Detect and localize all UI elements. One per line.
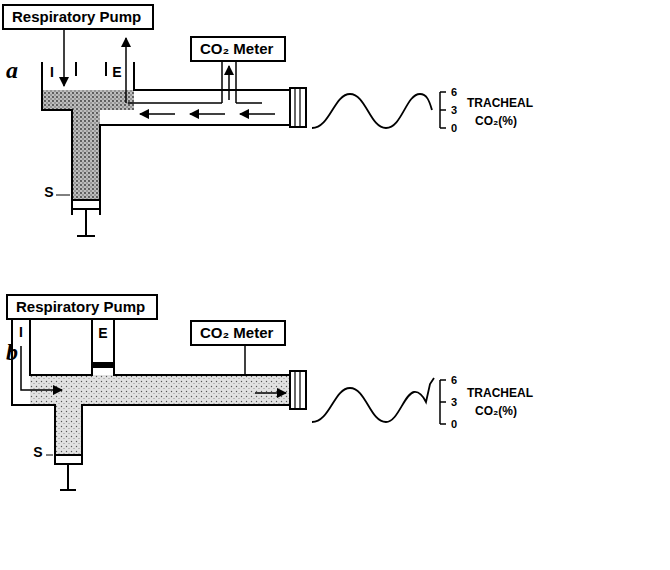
axis-label: TRACHEAL xyxy=(467,387,533,399)
gas-shading xyxy=(42,90,134,110)
piston-rod xyxy=(77,209,95,236)
leader-line xyxy=(46,455,53,456)
tube-wall xyxy=(100,125,290,215)
tube-wall xyxy=(30,316,92,375)
axis-label: TRACHEAL xyxy=(467,97,533,109)
tube-label: S xyxy=(33,445,42,459)
box-label: Respiratory Pump xyxy=(16,298,148,316)
flow-arrow xyxy=(255,392,286,394)
scale-number: 3 xyxy=(451,397,457,408)
pump-box: Respiratory Pump xyxy=(2,4,154,30)
flow-arrow xyxy=(21,346,62,390)
syringe-piston xyxy=(55,455,82,464)
pump-box: Respiratory Pump xyxy=(6,294,158,320)
box-label: Respiratory Pump xyxy=(12,8,144,26)
gas-shading xyxy=(55,405,82,455)
scale-bracket xyxy=(440,380,446,424)
syringe-piston xyxy=(72,200,100,209)
meter-box: CO₂ Meter xyxy=(190,320,286,346)
panel-letter: a xyxy=(6,58,18,82)
axis-label: CO₂(%) xyxy=(475,115,517,127)
tube-wall xyxy=(82,405,290,465)
flow-arrow xyxy=(228,66,230,100)
tube-label: S xyxy=(44,185,53,199)
flow-arrow xyxy=(190,113,225,115)
meter-box: CO₂ Meter xyxy=(190,36,286,62)
gas-shading xyxy=(72,110,100,200)
piston-rod xyxy=(60,464,76,490)
flow-divider xyxy=(128,102,262,104)
tracheal-connector xyxy=(295,371,300,409)
scale-number: 0 xyxy=(451,123,457,134)
tube-wall xyxy=(42,62,72,215)
tube-wall xyxy=(105,62,107,76)
gas-shading xyxy=(30,375,290,405)
tube-label: E xyxy=(112,65,121,79)
scale-number: 6 xyxy=(451,87,457,98)
scale-bracket xyxy=(440,92,446,128)
tracheal-connector xyxy=(290,371,306,409)
tube-label: E xyxy=(98,326,107,340)
flow-arrow xyxy=(240,113,275,115)
tube-label: I xyxy=(50,65,54,79)
tube-label: I xyxy=(19,325,23,339)
box-label: CO₂ Meter xyxy=(200,324,276,342)
expiratory-valve xyxy=(92,362,114,368)
panel-letter: b xyxy=(6,340,18,364)
panel-b-apparatus xyxy=(12,316,446,490)
tube-wall xyxy=(134,62,290,90)
scale-number: 0 xyxy=(451,419,457,430)
flow-arrow xyxy=(125,38,127,103)
tube-wall xyxy=(114,316,290,375)
axis-label: CO₂(%) xyxy=(475,405,517,417)
co2-waveform xyxy=(312,94,432,128)
scale-number: 3 xyxy=(451,105,457,116)
flow-arrow xyxy=(63,30,65,86)
panel-a-apparatus xyxy=(42,30,446,236)
tube-wall xyxy=(75,62,77,76)
sampling-line xyxy=(222,58,236,103)
scale-number: 6 xyxy=(451,375,457,386)
co2-waveform xyxy=(312,378,434,422)
sampling-line xyxy=(244,343,246,375)
flow-arrow xyxy=(140,113,175,115)
tracheal-connector xyxy=(290,88,306,127)
leader-line xyxy=(56,195,70,196)
tracheal-connector xyxy=(295,88,300,127)
box-label: CO₂ Meter xyxy=(200,40,276,58)
